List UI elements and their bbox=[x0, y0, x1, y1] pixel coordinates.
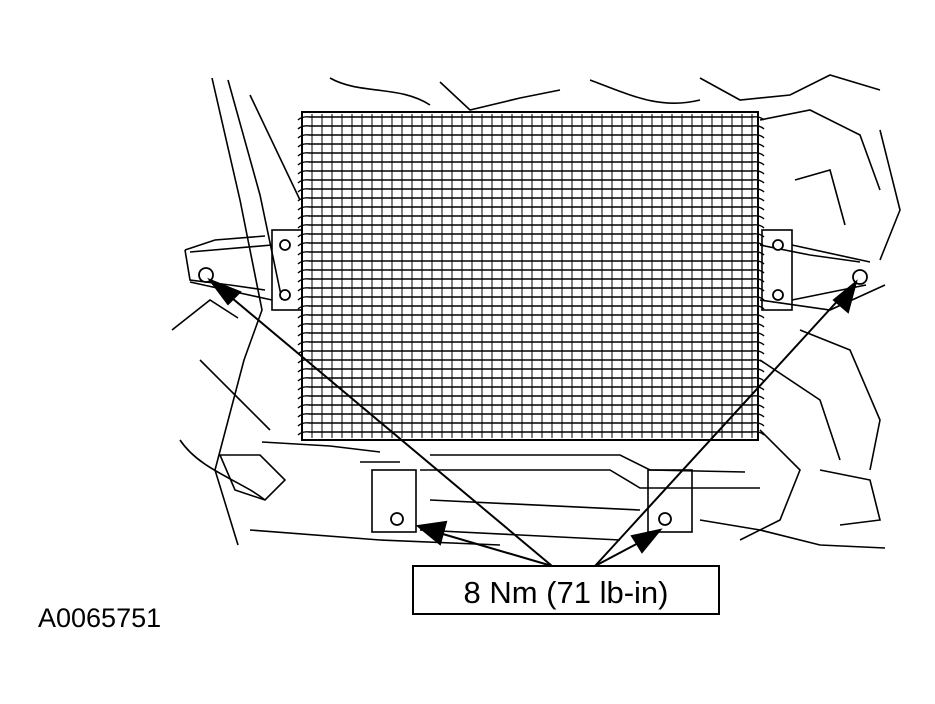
fin-row bbox=[297, 269, 765, 274]
fin-row bbox=[297, 413, 765, 418]
fin-row bbox=[297, 242, 765, 247]
condenser-core bbox=[297, 111, 765, 441]
fin-row bbox=[297, 215, 765, 220]
fin-row bbox=[297, 377, 765, 382]
fin-row bbox=[297, 287, 765, 292]
fin-row bbox=[297, 323, 765, 328]
bolt-bottom-right bbox=[658, 512, 672, 526]
leader-lines bbox=[207, 277, 858, 567]
condenser-fins bbox=[297, 116, 765, 436]
fin-row bbox=[297, 116, 765, 121]
fin-row bbox=[297, 359, 765, 364]
fin-row bbox=[297, 143, 765, 148]
bolt-left bbox=[198, 267, 214, 283]
fin-row bbox=[297, 368, 765, 373]
fin-row bbox=[297, 350, 765, 355]
vehicle-structure bbox=[171, 74, 901, 549]
fin-row bbox=[297, 152, 765, 157]
fin-row bbox=[297, 197, 765, 202]
fin-row bbox=[297, 305, 765, 310]
fin-row bbox=[297, 404, 765, 409]
bolt-bottom-left bbox=[390, 512, 404, 526]
condenser-tubes bbox=[311, 114, 753, 438]
fin-row bbox=[297, 188, 765, 193]
figure-id-label: A0065751 bbox=[38, 603, 162, 633]
fin-row bbox=[297, 251, 765, 256]
fin-row bbox=[297, 260, 765, 265]
fin-row bbox=[297, 206, 765, 211]
fin-row bbox=[297, 161, 765, 166]
fin-row bbox=[297, 386, 765, 391]
fin-row bbox=[297, 422, 765, 427]
fin-row bbox=[297, 179, 765, 184]
fin-row bbox=[297, 134, 765, 139]
side-brackets bbox=[189, 229, 871, 533]
bolts bbox=[198, 239, 868, 526]
torque-callout-box: 8 Nm (71 lb-in) bbox=[412, 565, 720, 615]
fin-row bbox=[297, 278, 765, 283]
fin-row bbox=[297, 296, 765, 301]
fin-row bbox=[297, 341, 765, 346]
fin-row bbox=[297, 314, 765, 319]
fin-row bbox=[297, 125, 765, 130]
fin-row bbox=[297, 224, 765, 229]
fin-row bbox=[297, 233, 765, 238]
fin-row bbox=[297, 431, 765, 436]
fin-row bbox=[297, 170, 765, 175]
fin-row bbox=[297, 395, 765, 400]
torque-callout-label: 8 Nm (71 lb-in) bbox=[463, 575, 669, 610]
fin-row bbox=[297, 332, 765, 337]
